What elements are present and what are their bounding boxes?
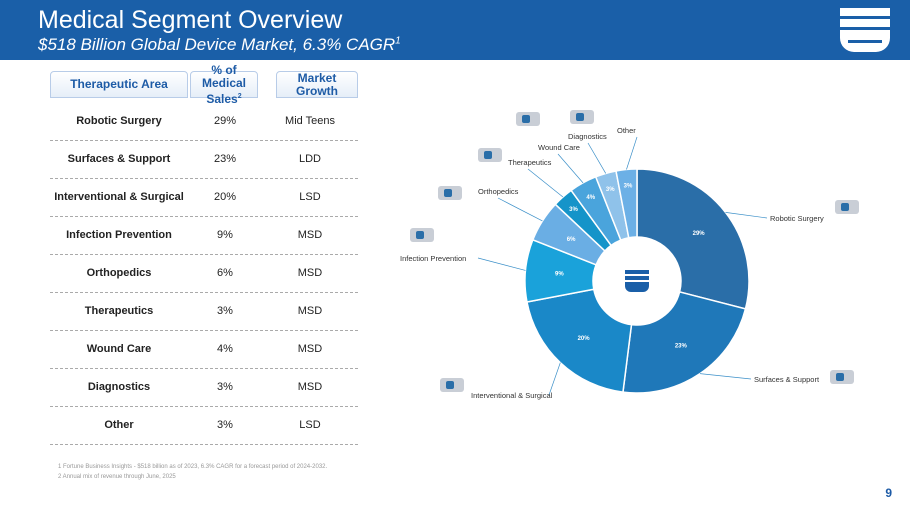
table-row: Therapeutics 3% MSD xyxy=(50,293,358,331)
callout-label: Infection Prevention xyxy=(400,254,466,263)
header-bar: Medical Segment Overview $518 Billion Gl… xyxy=(0,0,910,60)
growth-cell: LDD xyxy=(298,153,321,165)
page-number: 9 xyxy=(885,486,892,500)
company-logo-icon xyxy=(840,8,890,52)
callout-line xyxy=(548,362,561,396)
slice-data-label: 20% xyxy=(578,336,591,342)
callout-line xyxy=(557,153,584,184)
slice-data-label: 6% xyxy=(567,237,576,243)
page-subtitle: $518 Billion Global Device Market, 6.3% … xyxy=(38,35,401,54)
callout-line xyxy=(527,168,564,198)
growth-cell: MSD xyxy=(297,229,323,241)
callout-label: Surfaces & Support xyxy=(754,375,820,384)
slice-data-label: 3% xyxy=(569,207,578,213)
sales-cell: 9% xyxy=(217,229,233,241)
surgical-product-icon xyxy=(440,378,464,392)
diagnostics-product-icon xyxy=(570,110,594,124)
table-row: Surfaces & Support 23% LDD xyxy=(50,141,358,179)
sales-cell: 3% xyxy=(217,305,233,317)
donut-slice xyxy=(526,288,633,393)
ortho-product-icon xyxy=(438,186,462,200)
robot-product-icon xyxy=(835,200,859,214)
area-cell: Diagnostics xyxy=(87,381,151,393)
column-header-growth: Market Growth xyxy=(276,71,358,98)
callout-label: Therapeutics xyxy=(508,158,552,167)
table-row: Interventional & Surgical 20% LSD xyxy=(50,179,358,217)
footnote-2: 2 Annual mix of revenue through June, 20… xyxy=(58,474,176,480)
growth-cell: LSD xyxy=(299,191,321,203)
table-row: Infection Prevention 9% MSD xyxy=(50,217,358,255)
sales-cell: 6% xyxy=(217,267,233,279)
infection-product-icon xyxy=(410,228,434,242)
callout-line xyxy=(699,373,752,380)
slice-data-label: 3% xyxy=(624,183,633,189)
table-row: Wound Care 4% MSD xyxy=(50,331,358,369)
area-cell: Orthopedics xyxy=(86,267,152,279)
callout-line xyxy=(587,142,607,174)
donut-slice xyxy=(615,168,638,239)
center-logo-icon xyxy=(625,270,649,292)
table-row: Diagnostics 3% MSD xyxy=(50,369,358,407)
slice-data-label: 4% xyxy=(586,195,595,201)
slice-data-label: 9% xyxy=(555,272,564,278)
callout-label: Interventional & Surgical xyxy=(471,391,553,400)
table-row: Other 3% LSD xyxy=(50,407,358,445)
sales-cell: 3% xyxy=(217,419,233,431)
callout-line xyxy=(626,136,638,170)
woundcare-product-icon xyxy=(516,112,540,126)
table-row: Orthopedics 6% MSD xyxy=(50,255,358,293)
sales-cell: 23% xyxy=(213,153,237,165)
footnote-1: 1 Fortune Business Insights - $518 billi… xyxy=(58,464,328,470)
area-cell: Surfaces & Support xyxy=(67,153,171,165)
page-title: Medical Segment Overview xyxy=(38,6,343,34)
area-cell: Robotic Surgery xyxy=(76,115,162,127)
area-cell: Interventional & Surgical xyxy=(54,191,184,203)
donut-slice xyxy=(622,291,747,394)
growth-cell: LSD xyxy=(299,419,321,431)
sales-cell: 3% xyxy=(217,381,233,393)
slice-data-label: 3% xyxy=(606,187,615,193)
sales-cell: 4% xyxy=(217,343,233,355)
callout-label: Other xyxy=(617,126,636,135)
callout-label: Robotic Surgery xyxy=(770,214,824,223)
sales-cell: 20% xyxy=(213,191,237,203)
surface-product-icon xyxy=(830,370,854,384)
callout-label: Wound Care xyxy=(538,143,580,152)
slice-data-label: 23% xyxy=(675,344,688,350)
callout-line xyxy=(477,257,526,271)
callout-line xyxy=(497,197,543,222)
area-cell: Wound Care xyxy=(86,343,152,355)
callout-line xyxy=(725,212,768,219)
sales-cell: 29% xyxy=(213,115,237,127)
growth-cell: MSD xyxy=(297,267,323,279)
growth-cell: Mid Teens xyxy=(285,115,335,127)
area-cell: Infection Prevention xyxy=(66,229,172,241)
slice-data-label: 29% xyxy=(693,231,706,237)
area-cell: Other xyxy=(104,419,134,431)
table-row: Robotic Surgery 29% Mid Teens xyxy=(50,103,358,141)
growth-cell: MSD xyxy=(297,305,323,317)
column-header-sales: % of Medical Sales2 xyxy=(190,63,258,105)
growth-cell: MSD xyxy=(297,381,323,393)
callout-label: Orthopedics xyxy=(478,187,519,196)
therapy-product-icon xyxy=(478,148,502,162)
callout-label: Diagnostics xyxy=(568,132,607,141)
donut-slice xyxy=(636,168,750,310)
growth-cell: MSD xyxy=(297,343,323,355)
area-cell: Therapeutics xyxy=(84,305,154,317)
column-header-area: Therapeutic Area xyxy=(50,71,188,98)
